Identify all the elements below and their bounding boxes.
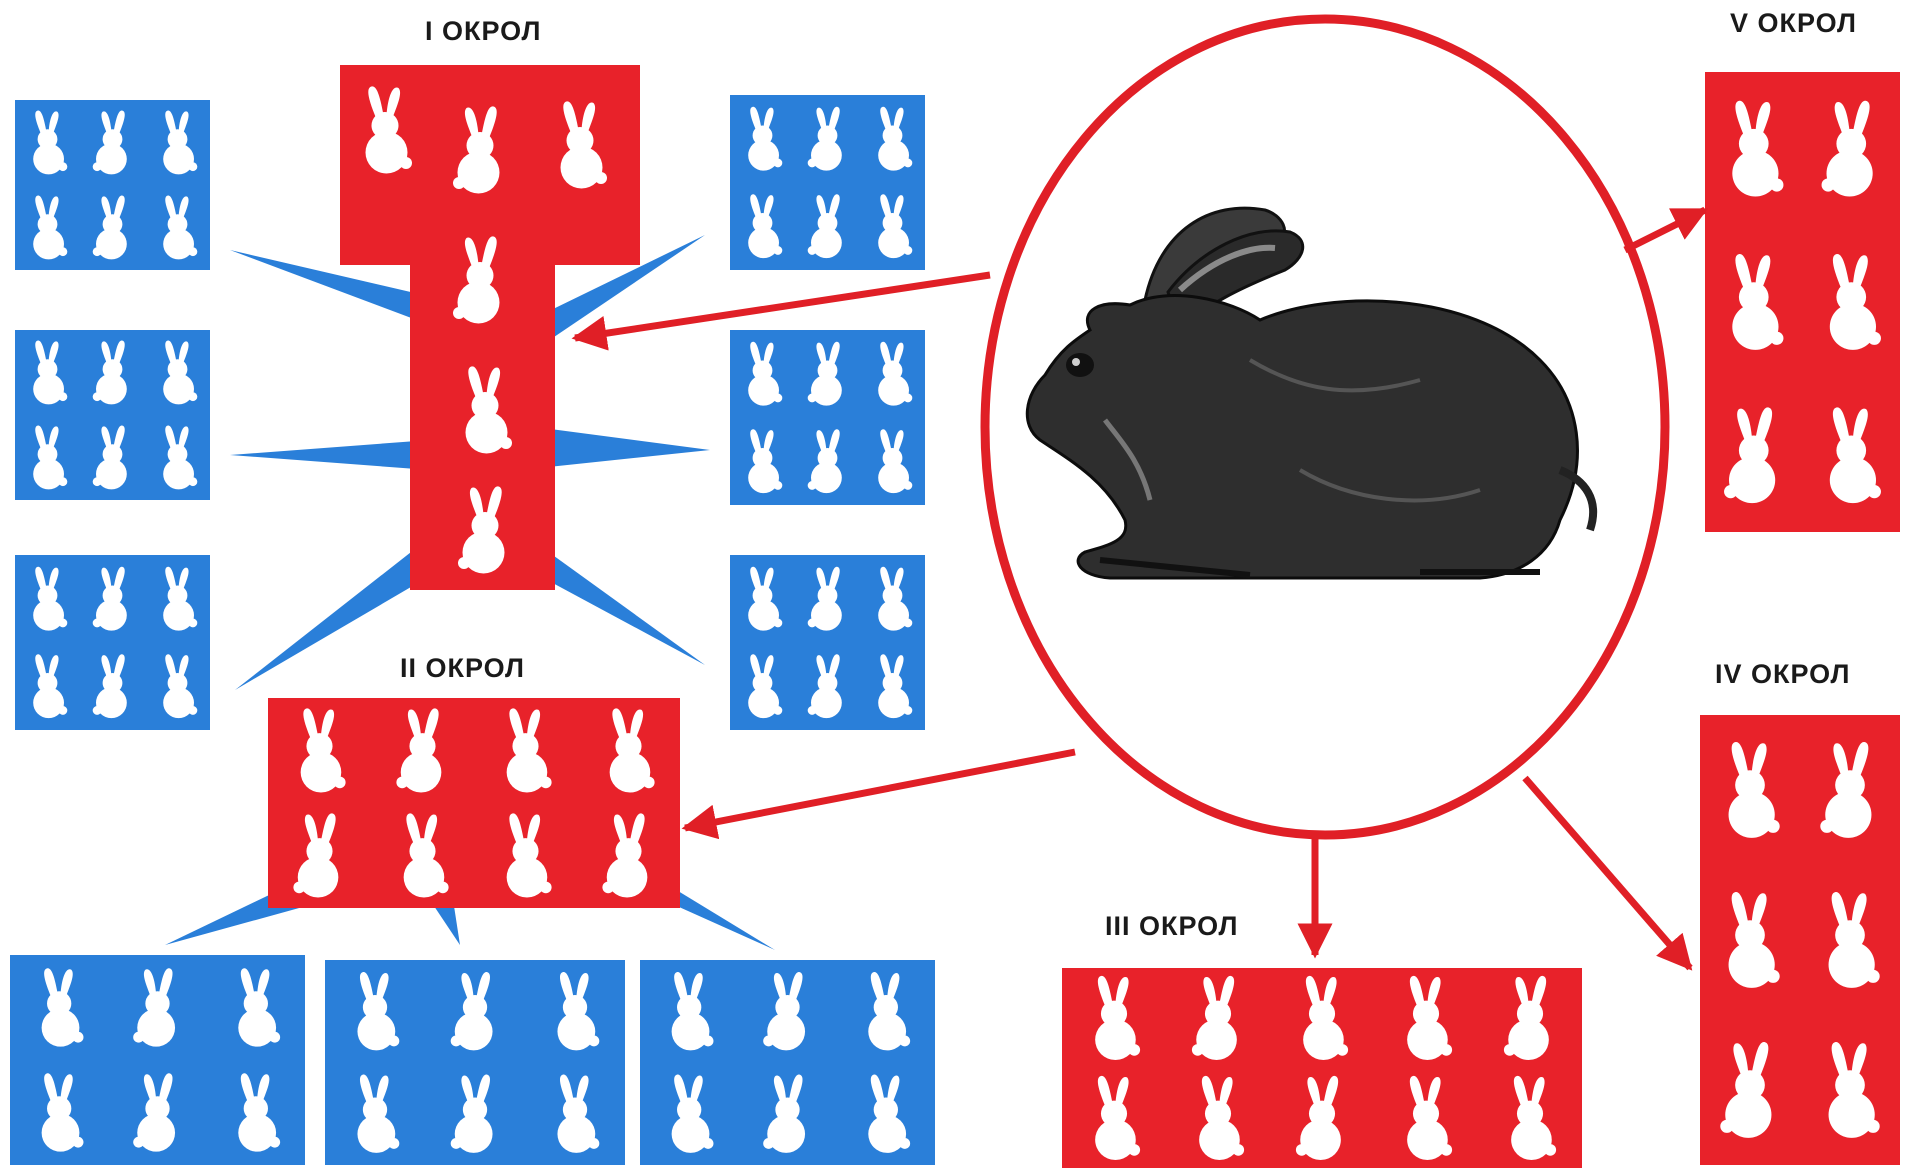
- offspring-block-4: [730, 95, 925, 270]
- arrow-to-litter5: [1625, 210, 1705, 250]
- spike-2: [230, 440, 430, 470]
- offspring-block-9: [640, 960, 935, 1165]
- litter2-block: [268, 698, 680, 908]
- litter5-block-fill: [1705, 72, 1900, 532]
- offspring-block-2: [15, 330, 210, 500]
- label-litter1: I ОКРОЛ: [425, 16, 541, 46]
- litter4-block: [1700, 715, 1900, 1165]
- label-litter2: II ОКРОЛ: [400, 653, 525, 683]
- offspring-block-8: [325, 960, 625, 1165]
- offspring-block-7: [10, 955, 305, 1165]
- arrow-to-litter4: [1525, 778, 1690, 968]
- label-litter5: V ОКРОЛ: [1730, 8, 1857, 38]
- litter4-block-fill: [1700, 715, 1900, 1165]
- litter1-block: [340, 65, 640, 590]
- arrow-to-litter1: [575, 275, 990, 338]
- offspring-block-3: [15, 555, 210, 730]
- label-litter3: III ОКРОЛ: [1105, 911, 1238, 941]
- rabbit-illustration: [1027, 208, 1593, 578]
- litter3-block: [1062, 968, 1582, 1168]
- offspring-block-6: [730, 555, 925, 730]
- litter5-block: [1705, 72, 1900, 532]
- offspring-block-5: [730, 330, 925, 505]
- offspring-block-1: [15, 100, 210, 270]
- arrow-to-litter2: [685, 752, 1075, 828]
- label-litter4: IV ОКРОЛ: [1715, 659, 1850, 689]
